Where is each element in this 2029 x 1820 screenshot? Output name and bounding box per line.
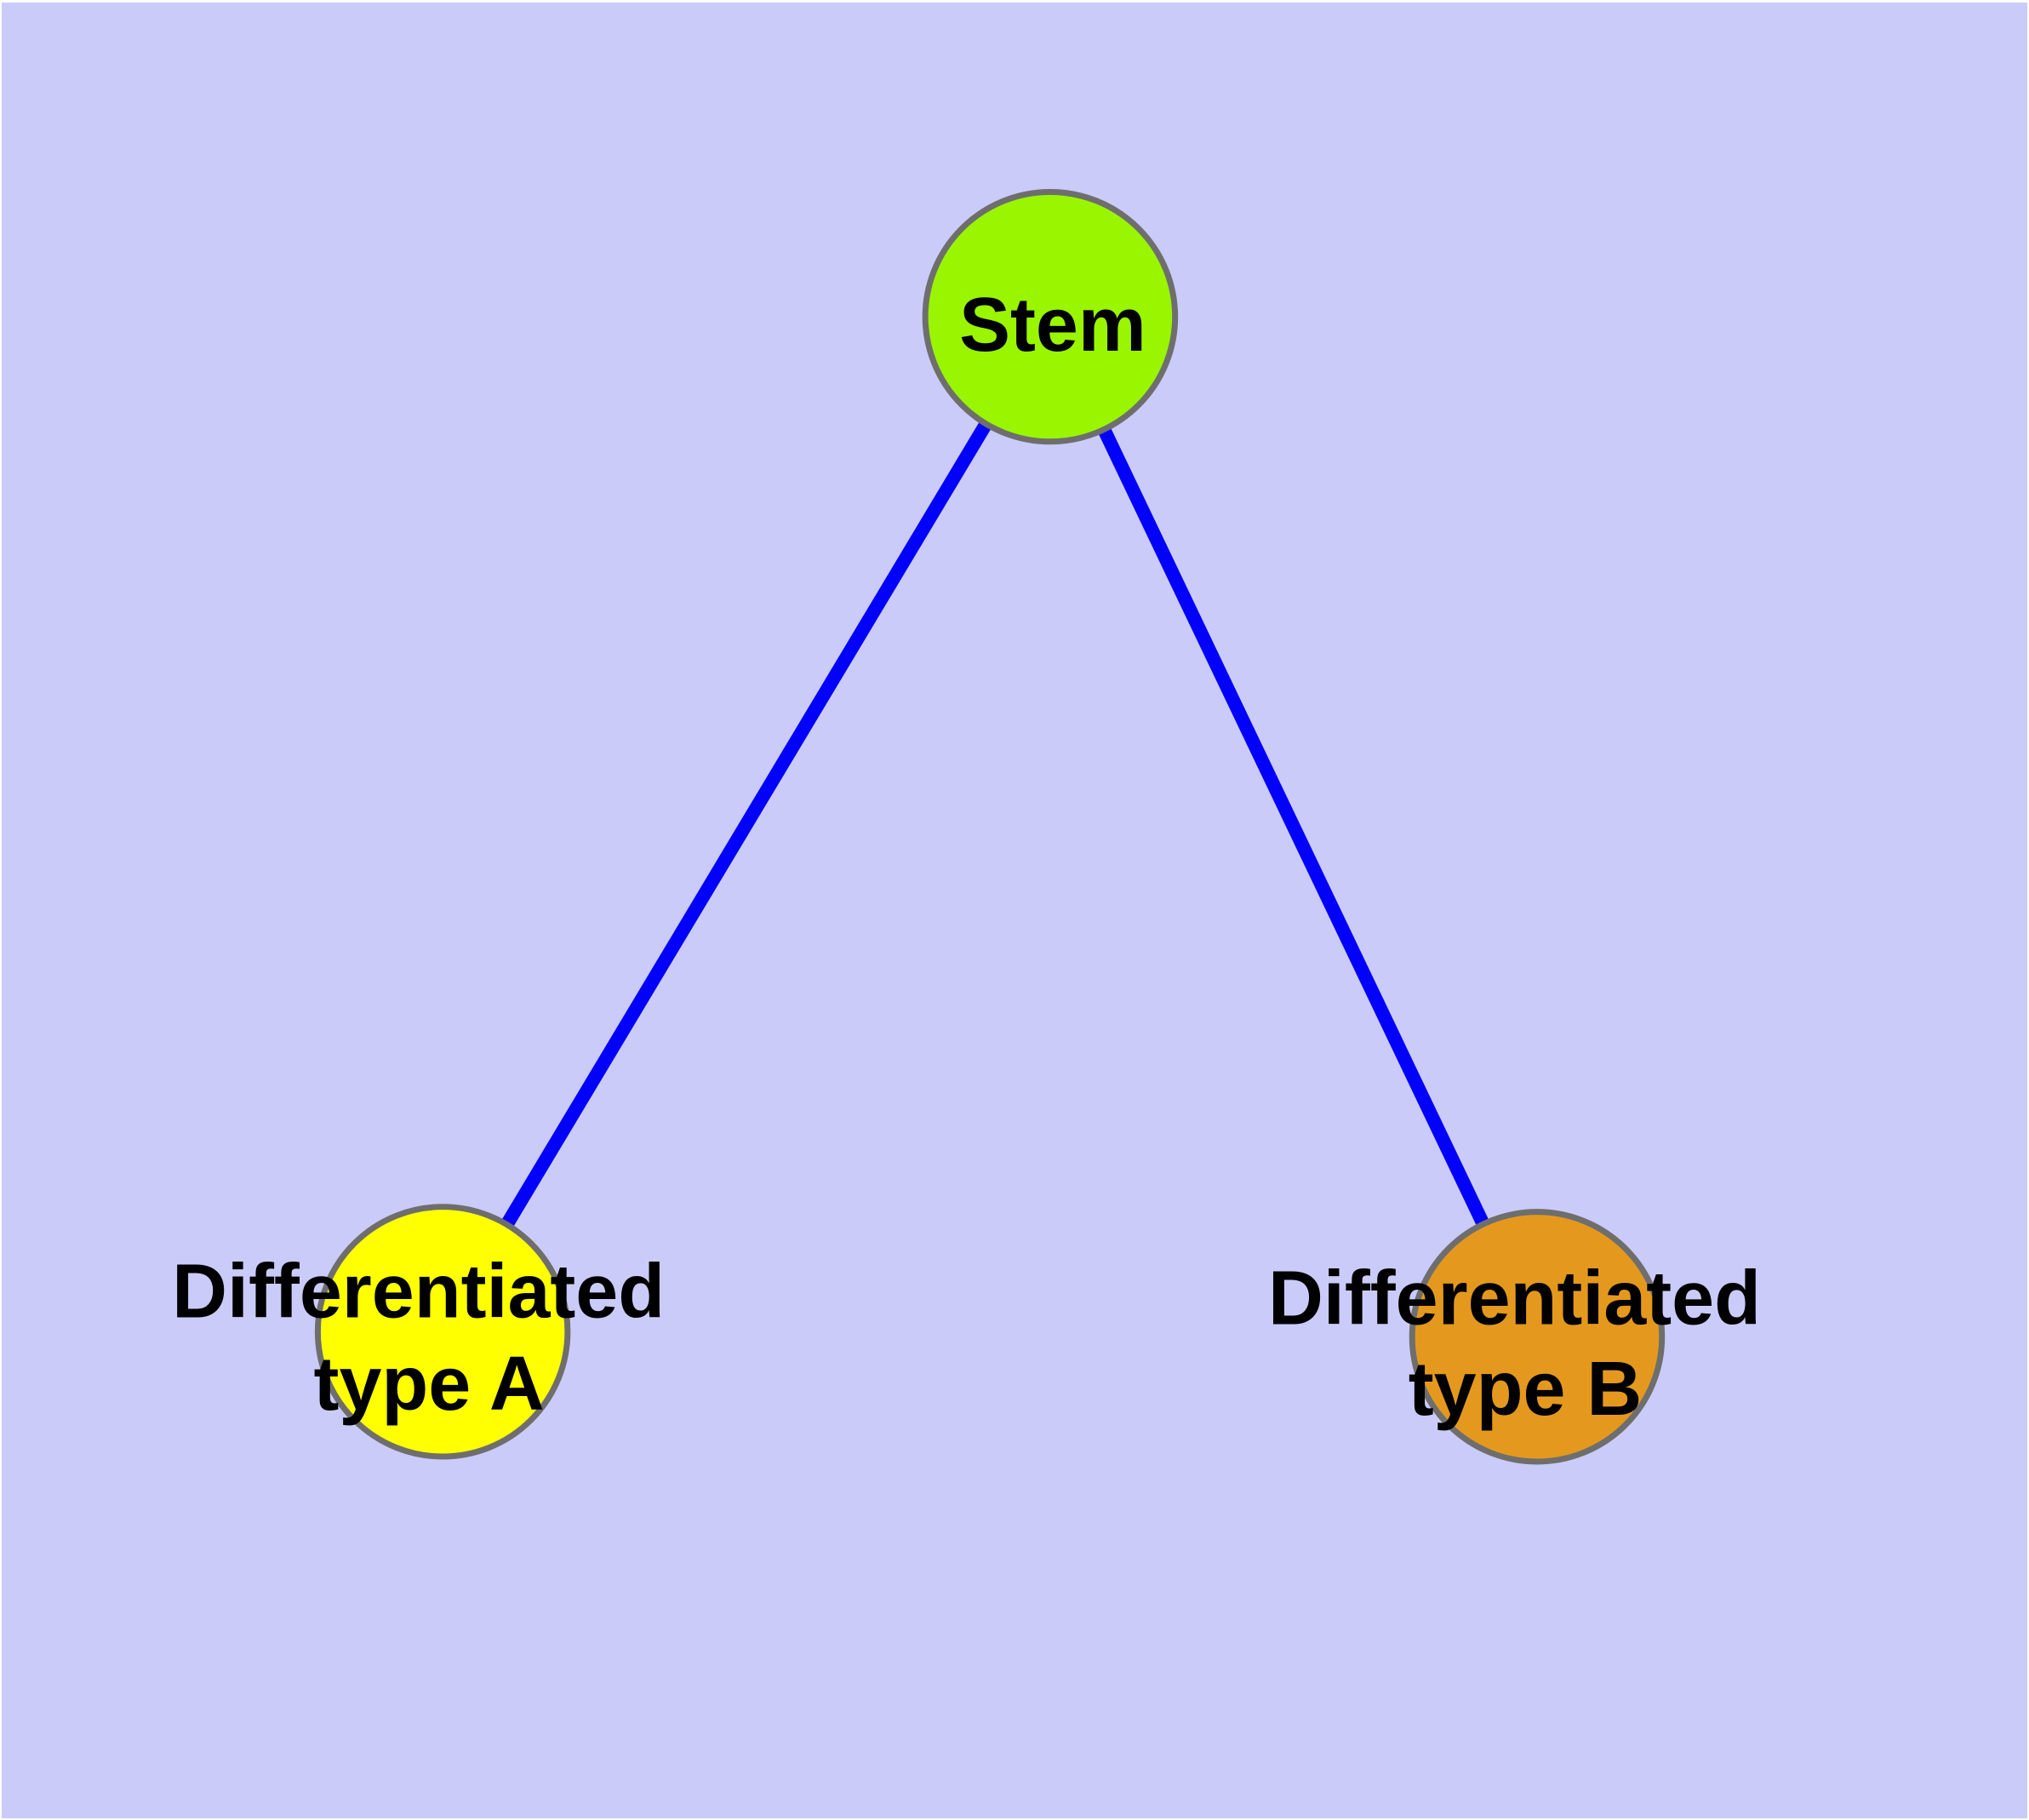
- node-type-b-label: Differentiated type B: [1268, 1256, 1782, 1432]
- node-stem-label: Stem: [959, 283, 1146, 368]
- node-type-a-label-line-2: type A: [314, 1342, 545, 1427]
- node-stem-label-line-1: Stem: [959, 283, 1146, 368]
- node-type-a-label: Differentiated type A: [172, 1249, 686, 1427]
- edge-stem-to-type-b: [1043, 310, 1544, 1344]
- node-differentiated-type-a: [314, 1204, 571, 1460]
- node-differentiated-type-b: [1409, 1209, 1666, 1465]
- node-type-a-label-line-1: Differentiated: [172, 1249, 665, 1334]
- edge-stem-to-type-a: [436, 310, 1057, 1339]
- node-stem: [922, 188, 1179, 445]
- node-type-b-label-line-1: Differentiated: [1268, 1256, 1761, 1341]
- cell-differentiation-diagram: Stem Differentiated type A Differentiate…: [2, 3, 2027, 1818]
- node-type-b-label-line-2: type B: [1409, 1347, 1643, 1432]
